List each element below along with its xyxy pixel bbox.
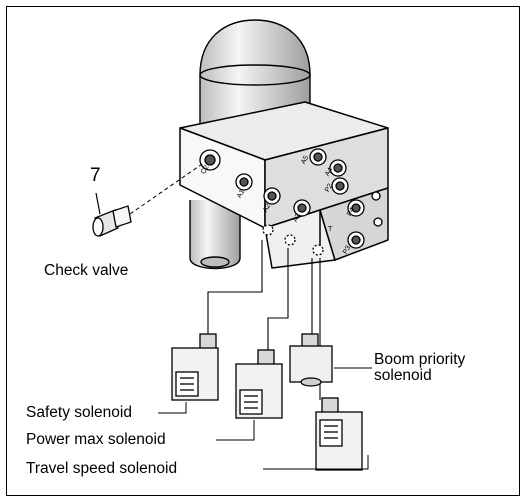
manifold-ports bbox=[199, 148, 383, 256]
check-valve-leader bbox=[95, 192, 101, 215]
power-max-solenoid-icon bbox=[235, 349, 283, 419]
power-max-solenoid-label: Power max solenoid bbox=[26, 431, 166, 448]
check-valve-assembly-line bbox=[129, 161, 206, 215]
check-valve-part bbox=[92, 205, 132, 237]
label-leaders bbox=[158, 367, 372, 470]
filter-cylinder bbox=[189, 200, 241, 270]
safety-solenoid-label: Safety solenoid bbox=[26, 404, 132, 421]
travel-speed-solenoid-label: Travel speed solenoid bbox=[26, 460, 178, 477]
boom-priority-label-line2: solenoid bbox=[374, 367, 432, 384]
port-mark: T bbox=[328, 226, 333, 233]
check-valve-label: Check valve bbox=[44, 262, 129, 279]
safety-solenoid-icon bbox=[171, 333, 219, 401]
boom-priority-solenoid-icon bbox=[289, 333, 333, 387]
travel-speed-solenoid-icon bbox=[315, 397, 363, 471]
callout-number-7: 7 bbox=[90, 165, 101, 186]
boom-priority-label-line1: Boom priority bbox=[374, 351, 466, 368]
